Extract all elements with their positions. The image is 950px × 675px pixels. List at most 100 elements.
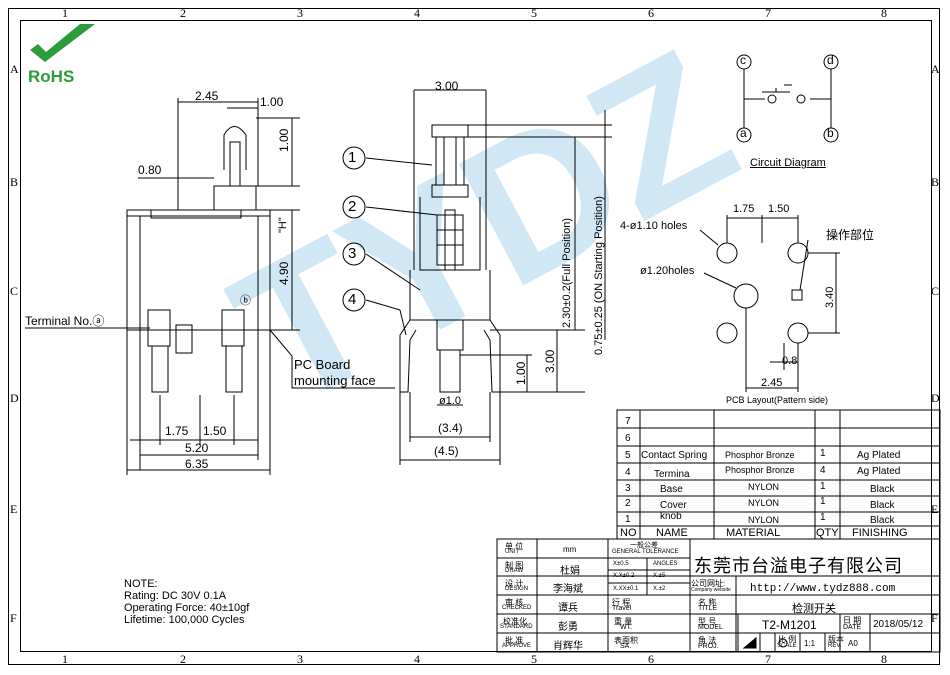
tb-date-en: DATE — [843, 624, 862, 631]
col-mark-3-bottom: 3 — [297, 652, 303, 666]
bom-row-3-no: 3 — [625, 483, 631, 494]
circuit-c: c — [740, 53, 746, 67]
row-mark-A-right: A — [931, 62, 940, 76]
tb-rev-label: 版本 — [828, 635, 844, 644]
bom-row-2-no: 2 — [625, 498, 631, 509]
side-view — [25, 98, 395, 475]
bom-table — [616, 409, 941, 540]
row-mark-C: C — [10, 284, 19, 298]
callout-4: 4 — [348, 291, 357, 308]
dim-4-5: (4.5) — [434, 444, 459, 458]
bom-row-1-qty: 1 — [820, 512, 826, 523]
row-mark-C-right: C — [931, 284, 940, 298]
tb-unit-value: mm — [563, 545, 577, 554]
front-view — [365, 89, 612, 465]
bom-row-3-finish: Black — [870, 484, 895, 495]
row-mark-A: A — [10, 62, 19, 76]
tb-draw-en: DRAW — [505, 568, 524, 574]
dim-phi-1-0: ø1.0 — [439, 395, 462, 407]
tb-std-en: STANDARD — [500, 624, 533, 630]
bom-header-finishing: FINISHING — [852, 527, 908, 539]
tb-std-label: 校准化 — [503, 617, 527, 626]
side-terminal-b — [225, 345, 243, 393]
tb-proj-label: 角 法 — [698, 636, 717, 645]
front-spring-housing — [436, 214, 464, 266]
tb-check-label: 审 核 — [505, 598, 524, 607]
side-internal-block — [175, 324, 193, 354]
bom-row-4-no: 4 — [625, 467, 631, 478]
row-mark-B: B — [10, 175, 19, 189]
col-mark-5: 5 — [531, 6, 537, 20]
dim-2-45: 2.45 — [195, 89, 219, 103]
front-knob-collar — [431, 184, 469, 198]
col-mark-7-bottom: 7 — [765, 652, 771, 666]
front-center-pin-upper — [436, 319, 464, 351]
bom-row-5-name: Contact Spring — [641, 450, 708, 461]
bom-row-4-qty: 4 — [820, 465, 826, 476]
callout-circle-3 — [342, 242, 366, 266]
bom-row-3-name: Base — [660, 484, 683, 495]
bom-row-4-name: Termina — [654, 469, 690, 480]
circuit-a: a — [740, 126, 747, 140]
note-rating: Rating: DC 30V 0.1A — [124, 590, 227, 602]
bom-row-1-no: 1 — [625, 514, 631, 525]
rohs-check-icon — [30, 24, 95, 62]
tb-scale-value: 1:1 — [804, 639, 816, 648]
dim-3-4: (3.4) — [438, 421, 463, 435]
pcb-center-hole-label: ø1.20holes — [640, 265, 695, 277]
tb-draw-label: 制 图 — [505, 561, 524, 570]
callout-3: 3 — [348, 245, 357, 262]
tb-name-label: 名 称 — [698, 598, 717, 607]
tb-design-en: DESIGN — [505, 586, 529, 592]
tb-weight-label: 重 量 — [614, 617, 633, 626]
pc-board-label: PC Board — [294, 357, 351, 372]
tb-check-en: CHECKED — [502, 605, 532, 611]
pcb-holes-label: 4-ø1.10 holes — [620, 220, 688, 232]
tb-tol-1: X±0.5 — [613, 561, 629, 567]
tb-weight-en: WT. — [620, 624, 633, 631]
tb-appr-en: APPROVE — [502, 643, 532, 649]
tb-name-en: TITLE — [698, 605, 718, 612]
tb-name-value: 检测开关 — [792, 603, 836, 615]
dim-5-20: 5.20 — [185, 441, 209, 455]
bom-row-5-no: 5 — [625, 450, 631, 461]
col-mark-4: 4 — [414, 6, 420, 20]
rohs-text: RoHS — [28, 67, 74, 86]
bom-row-7-no: 7 — [625, 416, 631, 427]
tb-web-label: 公司网址: — [691, 579, 726, 588]
col-mark-6: 6 — [648, 6, 654, 20]
tb-design-label: 设 计 — [505, 579, 524, 588]
tb-tol-2: X.X±0.2 — [613, 573, 635, 579]
bom-row-5-material: Phosphor Bronze — [725, 450, 795, 460]
bom-header-name: NAME — [656, 527, 688, 539]
tb-tol-3: X.XX±0.1 — [613, 586, 639, 592]
col-mark-8-bottom: 8 — [881, 652, 887, 666]
col-mark-3: 3 — [297, 6, 303, 20]
title-block — [496, 538, 941, 653]
col-mark-1-bottom: 1 — [62, 652, 68, 666]
dim-6-35: 6.35 — [185, 457, 209, 471]
side-terminal-b-upper — [221, 309, 245, 347]
company-website: http://www.tydz888.com — [750, 583, 896, 595]
tb-std-value: 彭勇 — [558, 622, 578, 633]
row-mark-D: D — [10, 391, 19, 405]
dim-1-00-c: 1.00 — [514, 361, 528, 385]
note-life: Lifetime: 100,000 Cycles — [124, 614, 245, 626]
side-terminal-a-upper — [147, 309, 171, 347]
drawing-inner-frame — [20, 20, 932, 652]
bom-row-1-name: knob — [660, 511, 682, 522]
row-mark-F: F — [10, 611, 17, 625]
bom-row-3-material: NYLON — [748, 482, 780, 492]
circuit-d: d — [827, 53, 834, 67]
pcb-hole-3 — [716, 322, 738, 344]
callout-circle-1 — [342, 146, 366, 170]
circuit-diagram — [736, 54, 839, 143]
drawing-outer-frame — [8, 8, 940, 665]
side-terminal-a — [151, 345, 169, 393]
row-mark-D-right: D — [931, 391, 940, 405]
bom-row-4-finish: Ag Plated — [857, 466, 901, 477]
tb-tol-en: GENERAL TOLERANCE — [612, 549, 679, 555]
tb-travel-en: Travel — [612, 605, 632, 612]
